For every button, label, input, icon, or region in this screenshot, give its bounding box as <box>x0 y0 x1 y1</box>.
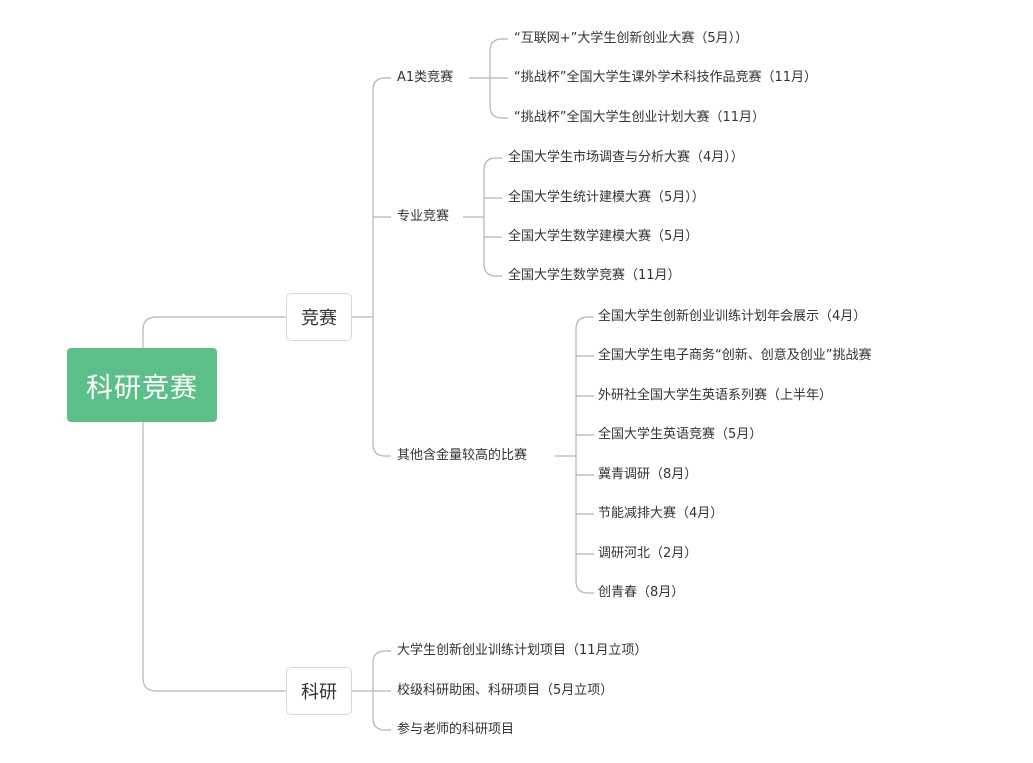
leaf-innovation-training-project[interactable]: 大学生创新创业训练计划项目（11月立项） <box>397 643 648 658</box>
connector-research-trunk <box>372 650 391 731</box>
leaf-english-competition[interactable]: 全国大学生英语竞赛（5月） <box>598 427 763 442</box>
connector-other-trunk <box>575 316 594 594</box>
leaf-math-modeling[interactable]: 全国大学生数学建模大赛（5月） <box>508 229 699 244</box>
leaf-innovation-annual-show[interactable]: 全国大学生创新创业训练计划年会展示（4月） <box>598 309 867 324</box>
connector-a1-trunk <box>489 38 508 119</box>
group-other-competitions[interactable]: 其他含金量较高的比赛 <box>397 448 528 463</box>
connector-competition-trunk <box>372 77 391 457</box>
leaf-challenge-cup-entrepreneurship[interactable]: “挑战杯”全国大学生创业计划大赛（11月） <box>514 110 766 125</box>
leaf-survey-hebei[interactable]: 调研河北（2月） <box>598 546 698 561</box>
leaf-market-survey[interactable]: 全国大学生市场调查与分析大赛（4月）） <box>508 150 744 165</box>
leaf-teacher-research-project[interactable]: 参与老师的科研项目 <box>397 722 515 737</box>
group-professional-competitions[interactable]: 专业竞赛 <box>397 209 450 224</box>
leaf-math-competition[interactable]: 全国大学生数学竞赛（11月） <box>508 268 681 283</box>
leaf-ecommerce-challenge[interactable]: 全国大学生电子商务“创新、创意及创业”挑战赛 <box>598 348 872 363</box>
leaf-chuang-qingchun[interactable]: 创青春（8月） <box>598 585 685 600</box>
leaf-fltrp-english-series[interactable]: 外研社全国大学生英语系列赛（上半年） <box>598 388 833 403</box>
root-node[interactable]: 科研竞赛 <box>67 348 217 422</box>
leaf-school-research-project[interactable]: 校级科研助困、科研项目（5月立项） <box>397 683 614 698</box>
connector-root-research <box>142 422 286 692</box>
branch-competition[interactable]: 竞赛 <box>286 293 352 341</box>
branch-research[interactable]: 科研 <box>286 667 352 715</box>
group-a1-competitions[interactable]: A1类竞赛 <box>397 70 454 85</box>
leaf-jiqing-survey[interactable]: 冀青调研（8月） <box>598 467 698 482</box>
leaf-challenge-cup-academic[interactable]: “挑战杯”全国大学生课外学术科技作品竞赛（11月） <box>514 70 818 85</box>
leaf-statistical-modeling[interactable]: 全国大学生统计建模大赛（5月）） <box>508 190 705 205</box>
leaf-energy-saving[interactable]: 节能减排大赛（4月） <box>598 506 724 521</box>
connector-root-competition <box>142 316 286 348</box>
leaf-internet-plus[interactable]: “互联网+”大学生创新创业大赛（5月）） <box>514 31 749 46</box>
connector-professional-trunk <box>483 157 502 277</box>
